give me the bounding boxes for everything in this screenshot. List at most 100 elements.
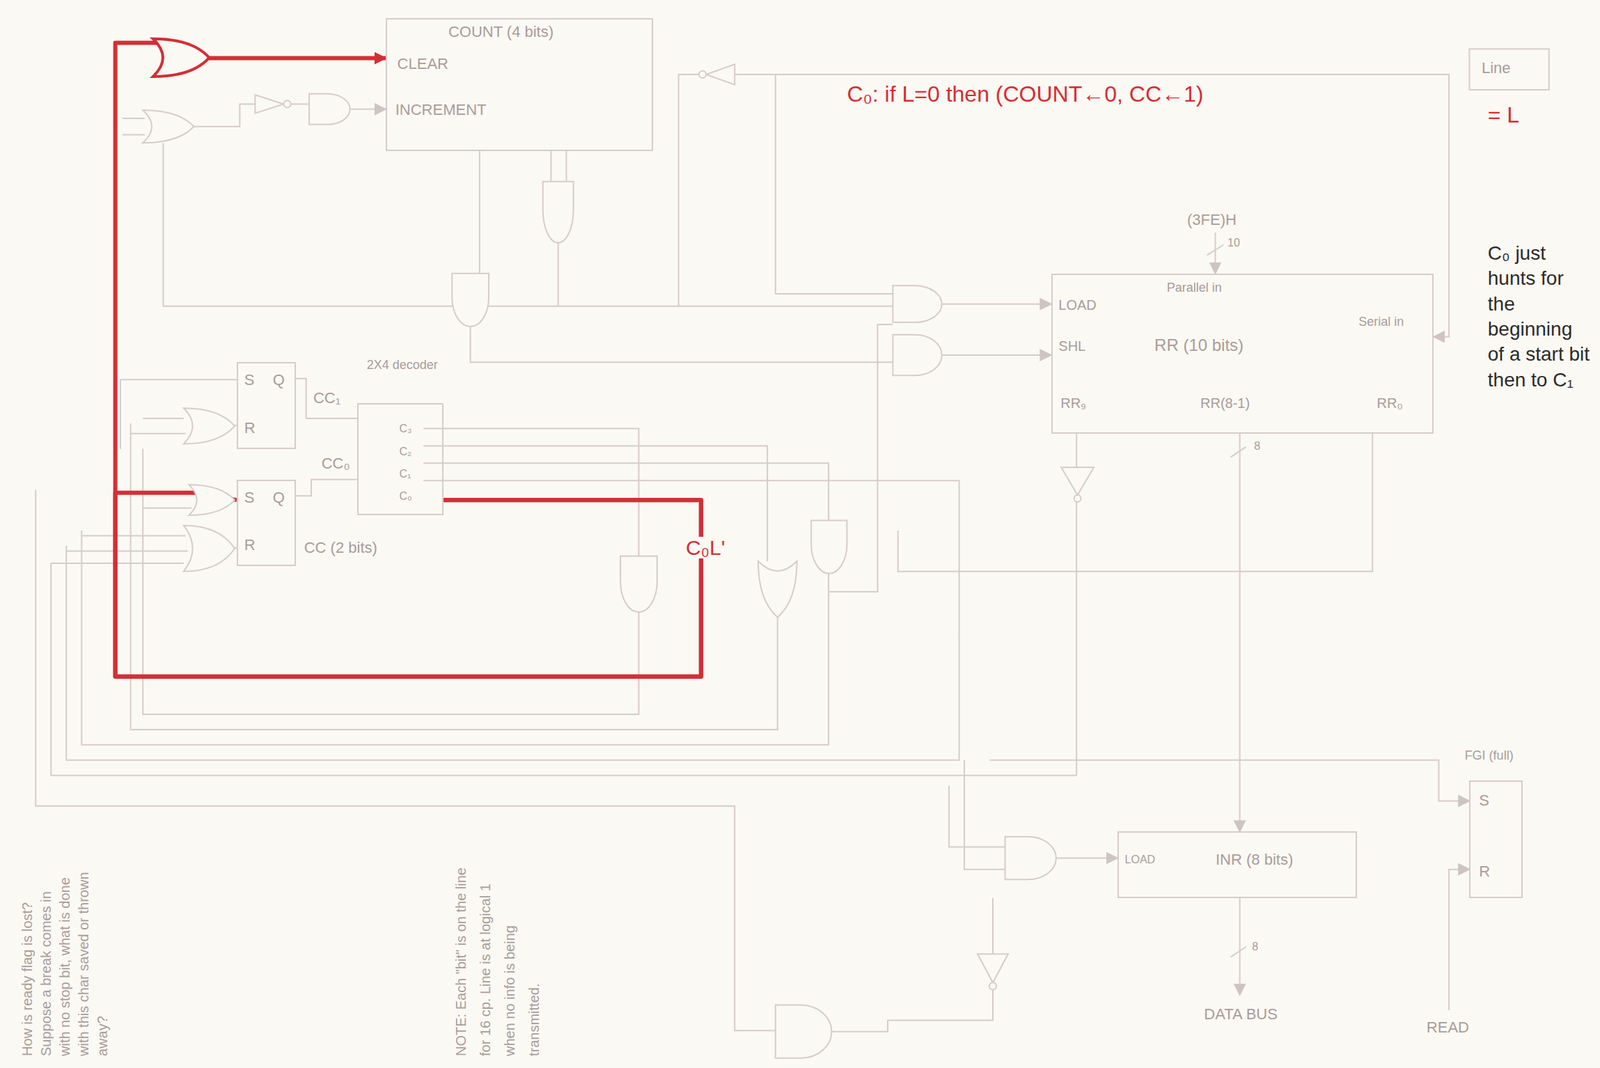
wire — [162, 142, 893, 306]
gate-body — [977, 953, 1009, 983]
wire — [142, 417, 184, 420]
wire — [992, 898, 994, 955]
gate-body — [543, 181, 574, 243]
and-gate — [451, 273, 489, 327]
port-label: INCREMENT — [395, 101, 487, 119]
annotation: = L — [1487, 102, 1520, 129]
signal-label: CC₀ — [319, 455, 353, 472]
port-label: R — [244, 419, 256, 437]
not-gate — [254, 94, 291, 113]
inversion-bubble — [699, 71, 707, 78]
wire — [470, 326, 894, 363]
port-label: Serial in — [1358, 315, 1420, 330]
wire — [120, 378, 237, 381]
wire — [775, 74, 894, 294]
port-label: S — [1478, 792, 1490, 810]
not-gate — [977, 953, 1009, 990]
gate-body — [183, 408, 235, 444]
port-label: RR(8-1) — [1200, 395, 1250, 411]
port-label: COUNT (4 bits) — [448, 23, 554, 41]
and-gate — [811, 520, 847, 574]
port-label: SHL — [1058, 338, 1086, 354]
and-gate — [1005, 836, 1057, 881]
wire — [565, 151, 567, 182]
gate-body — [1061, 467, 1094, 496]
port-label: RR₉ — [1060, 395, 1087, 411]
signal-connector — [1239, 433, 1241, 833]
port-label: R — [1478, 863, 1490, 881]
or-gate — [183, 408, 235, 444]
port-label: C₃ — [399, 422, 413, 436]
port-label: Q — [272, 489, 285, 507]
register-box: LOAD INR (8 bits) — [1117, 831, 1358, 898]
bus-name: DATA BUS — [1203, 1005, 1278, 1023]
gate-body — [254, 94, 284, 113]
port-label: S — [244, 371, 255, 389]
wire — [350, 108, 386, 111]
bus-width: 10 — [1227, 236, 1241, 250]
gate-body — [1005, 836, 1057, 881]
wire — [142, 507, 192, 509]
gate-body — [451, 273, 489, 327]
signal-connector — [115, 43, 702, 677]
gate-body — [892, 285, 942, 323]
inversion-bubble — [1074, 495, 1082, 503]
block-heading: 2X4 decoder — [366, 358, 439, 373]
or-gate — [142, 110, 194, 143]
or-gate — [758, 561, 798, 618]
port-label: LOAD — [1058, 297, 1096, 313]
wire — [678, 74, 700, 307]
port-label: Parallel in — [1166, 281, 1222, 296]
wire — [130, 433, 186, 435]
wire — [942, 303, 1052, 305]
port-label: CLEAR — [397, 55, 449, 73]
wire — [423, 428, 639, 557]
wire — [942, 354, 1052, 356]
wire — [423, 463, 829, 521]
wire — [557, 242, 560, 307]
wire — [550, 151, 552, 182]
gate-body — [153, 38, 210, 77]
wire — [81, 534, 186, 537]
wire — [1056, 857, 1118, 860]
wire — [50, 563, 1077, 776]
signal-connector — [295, 378, 358, 419]
wire — [1075, 433, 1078, 468]
signal-name: Line — [1481, 59, 1511, 77]
wire — [964, 760, 1006, 870]
port-label: Q — [272, 371, 285, 389]
and-gate — [309, 93, 351, 125]
wire — [990, 760, 1470, 802]
signal-label: C₀L' — [683, 536, 728, 560]
port-label: C₂ — [399, 445, 413, 459]
port-label: R — [244, 536, 256, 554]
and-gate — [775, 1005, 833, 1059]
block-heading: FGI (full) — [1464, 749, 1514, 764]
decoder-box: 2X4 decoderC₃C₂C₁C₀ — [357, 403, 444, 516]
gate-body — [775, 1005, 833, 1059]
gate-body — [811, 520, 847, 574]
wire — [291, 103, 310, 105]
gate-body — [758, 561, 798, 618]
wire — [1239, 898, 1241, 995]
register-name: CC (2 bits) — [304, 538, 378, 557]
port-label: INR (8 bits) — [1215, 851, 1293, 869]
block-heading: (3FE)H — [1187, 211, 1237, 229]
gate-body — [309, 93, 351, 125]
gate-body — [892, 334, 942, 376]
port-label: LOAD — [1125, 853, 1156, 867]
wire — [1448, 869, 1470, 1011]
line-input-box — [1469, 48, 1549, 90]
port-label: S — [244, 489, 255, 507]
wire — [479, 151, 481, 274]
wire — [423, 480, 959, 633]
and-gate — [543, 181, 574, 243]
signal-connector — [295, 479, 358, 496]
wire — [1230, 446, 1246, 458]
flag-flip-flop-box: FGI (full)SR — [1469, 780, 1523, 899]
flip-flop-box: SQ R — [236, 362, 296, 450]
bus-width: 8 — [1251, 940, 1259, 954]
port-label: RR (10 bits) — [1154, 336, 1244, 355]
